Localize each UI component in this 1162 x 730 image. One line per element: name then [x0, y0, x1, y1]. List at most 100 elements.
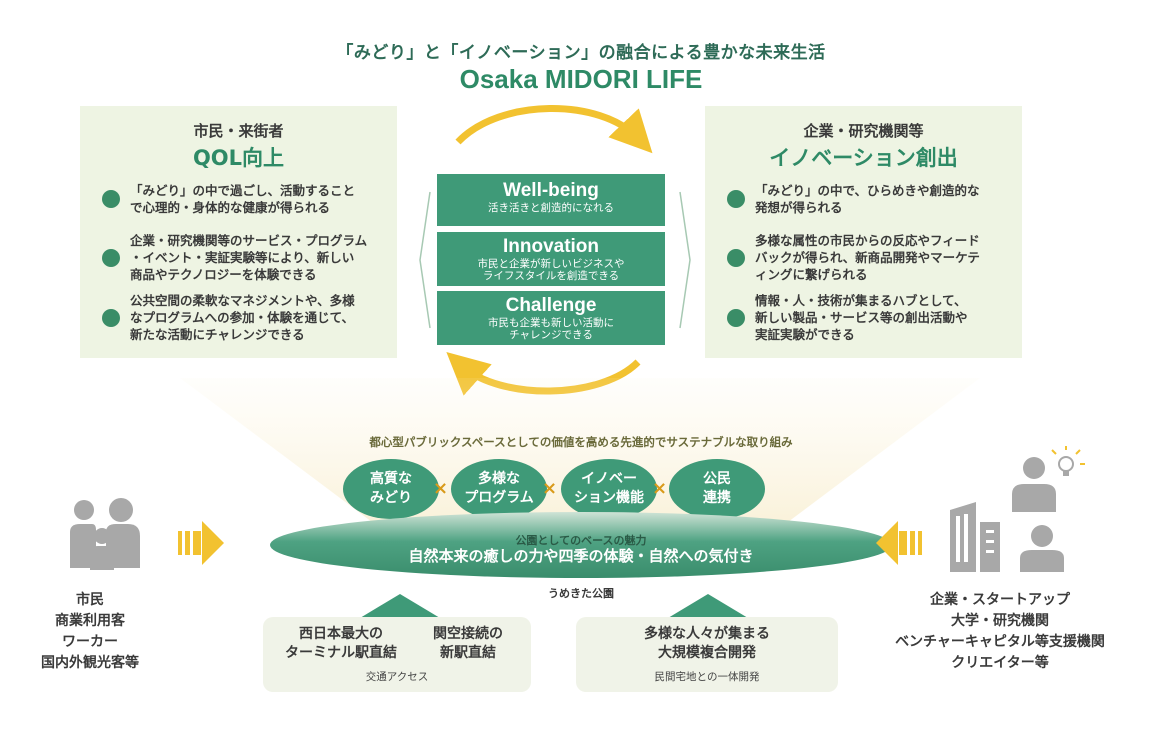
challenge-desc-line1: 市民も企業も新しい活動に	[488, 317, 614, 329]
innovation-desc-line2: ライフスタイルを創造できる	[482, 270, 620, 282]
citizens-item-2: 企業・研究機関等のサービス・プログラム ・イベント・実証実験等により、新しい 商…	[102, 232, 392, 283]
companies-panel: 企業・研究機関等 イノベーション創出 「みどり」の中で、ひらめきや創造的な 発想…	[705, 106, 1022, 358]
pill-partnership: 公民 連携	[669, 459, 765, 519]
pill-innovation: イノベー ション機能	[561, 459, 657, 519]
companies-item-2-line3: ィングに繋げられる	[755, 267, 868, 282]
access-footer: 交通アクセス	[365, 671, 429, 683]
airport-line1: 関空接続の	[433, 626, 503, 642]
citizens-item-2-line3: 商品やテクノロジーを体験できる	[130, 267, 317, 282]
park-label: うめきた公園	[548, 587, 614, 600]
up-triangle-icon	[668, 594, 748, 618]
companies-item-2-line2: バックが得られ、新商品開発やマーケテ	[755, 250, 980, 265]
citizens-list-item: ワーカー	[62, 634, 118, 650]
development-item: 多様な人々が集まる 大規模複合開発	[576, 625, 838, 663]
pill-greenery: 高質な みどり	[343, 459, 439, 519]
pill-programs-line1: 多様な	[478, 471, 520, 487]
citizens-item-2-line2: ・イベント・実証実験等により、新しい	[130, 250, 355, 265]
citizens-item-3-line2: なプログラムへの参加・体験を通じて、	[130, 310, 355, 325]
innovation-heading: イノベーション創出	[769, 146, 958, 170]
up-triangle-icon	[360, 594, 440, 618]
times-icon: ×	[652, 478, 668, 499]
citizens-item-1-line1: 「みどり」の中で過ごし、活動すること	[130, 183, 356, 198]
companies-item-1-line2: 発想が得られる	[755, 200, 843, 215]
pill-innovation-line2: ション機能	[574, 490, 644, 506]
companies-item-3-line3: 実証実験ができる	[755, 327, 855, 342]
right-arrow-icon	[178, 521, 224, 565]
citizens-panel: 市民・来街者 QOL向上 「みどり」の中で過ごし、活動すること で心理的・身体的…	[80, 106, 397, 358]
citizens-list-item: 国内外観光客等	[41, 655, 139, 671]
innovation-box: Innovation 市民と企業が新しいビジネスや ライフスタイルを創造できる	[437, 232, 665, 286]
citizens-panel-subtitle: 市民・来街者	[193, 122, 284, 140]
companies-list-item: クリエイター等	[951, 655, 1049, 671]
wellbeing-desc: 活き活きと創造的になれる	[488, 202, 614, 214]
citizens-item-3-line1: 公共空間の柔軟なマネジメントや、多様	[130, 293, 355, 308]
companies-panel-subtitle: 企業・研究機関等	[803, 122, 924, 140]
times-icon: ×	[542, 478, 558, 499]
chevron-left-icon	[419, 191, 431, 329]
development-footer: 民間宅地との一体開発	[654, 671, 760, 683]
terminal-station-item: 西日本最大の ターミナル駅直結	[281, 625, 401, 663]
pill-programs-line2: プログラム	[464, 490, 534, 506]
innovation-title: Innovation	[502, 236, 600, 257]
companies-item-2: 多様な属性の市民からの反応やフィード バックが得られ、新商品開発やマーケテ ィン…	[727, 232, 1017, 283]
initiatives-caption: 都心型パブリックスペースとしての価値を高める先進的でサステナブルな取り組み	[369, 435, 793, 449]
citizens-item-2-line1: 企業・研究機関等のサービス・プログラム	[130, 233, 368, 248]
citizens-list-item: 市民	[76, 592, 104, 608]
citizens-item-3-line3: 新たな活動にチャレンジできる	[130, 327, 305, 342]
wellbeing-box: Well-being 活き活きと創造的になれる	[437, 174, 665, 226]
citizens-item-1-line2: で心理的・身体的な健康が得られる	[130, 200, 331, 215]
pill-innovation-line1: イノベー	[581, 471, 637, 487]
business-people-icon	[1012, 446, 1085, 572]
left-arrow-icon	[876, 521, 922, 565]
base-attraction-text: 自然本来の癒しの力や四季の体験・自然への気付き	[408, 547, 754, 565]
wellbeing-title: Well-being	[503, 180, 599, 201]
building-icon	[950, 502, 1000, 572]
companies-item-3-line2: 新しい製品・サービス等の創出活動や	[755, 310, 968, 325]
citizens-item-1: 「みどり」の中で過ごし、活動すること で心理的・身体的な健康が得られる	[102, 182, 392, 216]
bullet-dot-icon	[102, 190, 120, 208]
access-box: 西日本最大の ターミナル駅直結 関空接続の 新駅直結 交通アクセス	[263, 617, 531, 692]
companies-list-item: 大学・研究機関	[951, 613, 1049, 629]
base-ellipse	[270, 512, 892, 578]
development-box: 多様な人々が集まる 大規模複合開発 民間宅地との一体開発	[576, 617, 838, 692]
terminal-line2: ターミナル駅直結	[285, 645, 397, 661]
airport-station-item: 関空接続の 新駅直結	[413, 625, 523, 663]
citizens-item-3: 公共空間の柔軟なマネジメントや、多様 なプログラムへの参加・体験を通じて、 新た…	[102, 292, 392, 343]
development-line1: 多様な人々が集まる	[644, 626, 770, 642]
companies-item-3-line1: 情報・人・技術が集まるハブとして、	[755, 293, 967, 308]
bullet-dot-icon	[102, 248, 120, 267]
companies-list-item: ベンチャーキャピタル等支援機関	[895, 634, 1105, 650]
main-title: Osaka MIDORI LIFE	[459, 64, 703, 94]
tagline: 「みどり」と「イノベーション」の融合による豊かな未来生活	[336, 43, 826, 63]
challenge-box: Challenge 市民も企業も新しい活動に チャレンジできる	[437, 291, 665, 345]
pill-programs: 多様な プログラム	[451, 459, 547, 519]
airport-line2: 新駅直結	[440, 645, 496, 661]
base-attraction-label: 公園としてのベースの魅力	[515, 534, 647, 547]
bullet-dot-icon	[727, 308, 745, 327]
companies-item-2-line1: 多様な属性の市民からの反応やフィード	[755, 233, 980, 248]
companies-list-item: 企業・スタートアップ	[930, 592, 1070, 608]
times-icon: ×	[433, 478, 449, 499]
pill-partnership-line2: 連携	[703, 490, 731, 506]
innovation-desc-line1: 市民と企業が新しいビジネスや	[477, 258, 625, 270]
challenge-desc-line2: チャレンジできる	[509, 329, 593, 341]
terminal-line1: 西日本最大の	[299, 626, 383, 642]
pill-greenery-line1: 高質な	[370, 471, 412, 487]
pill-greenery-line2: みどり	[370, 490, 412, 506]
chevron-right-icon	[679, 191, 691, 329]
qol-heading: QOL向上	[192, 146, 285, 170]
bullet-dot-icon	[102, 308, 120, 327]
lightbulb-icon	[1051, 446, 1085, 476]
cycle-arrow-top-icon	[455, 105, 653, 154]
companies-item-1: 「みどり」の中で、ひらめきや創造的な 発想が得られる	[727, 182, 1017, 216]
companies-item-1-line1: 「みどり」の中で、ひらめきや創造的な	[755, 183, 980, 198]
development-line2: 大規模複合開発	[658, 645, 756, 661]
companies-item-3: 情報・人・技術が集まるハブとして、 新しい製品・サービス等の創出活動や 実証実験…	[727, 292, 1017, 343]
citizens-list-item: 商業利用客	[55, 613, 125, 629]
companies-list: 企業・スタートアップ 大学・研究機関 ベンチャーキャピタル等支援機関 クリエイタ…	[850, 590, 1150, 674]
citizens-list: 市民 商業利用客 ワーカー 国内外観光客等	[0, 590, 180, 674]
bullet-dot-icon	[727, 190, 745, 208]
family-icon	[70, 498, 140, 570]
challenge-title: Challenge	[505, 295, 597, 316]
pill-partnership-line1: 公民	[703, 471, 731, 487]
